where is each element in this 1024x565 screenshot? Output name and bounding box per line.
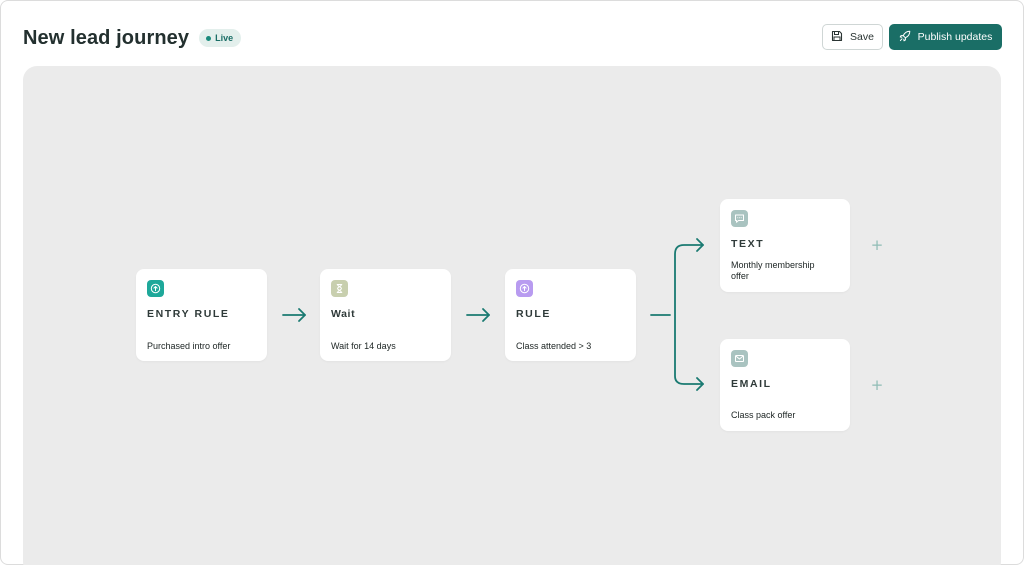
add-step-after-email-button[interactable]: +: [870, 376, 884, 394]
rule-label: RULE: [516, 308, 551, 320]
rocket-icon: [899, 30, 911, 45]
email-label: EMAIL: [731, 378, 772, 390]
text-desc: Monthly membership offer: [731, 260, 815, 281]
add-step-after-text-button[interactable]: +: [870, 236, 884, 254]
publish-updates-button[interactable]: Publish updates: [889, 24, 1002, 50]
arrow-circle-icon: [516, 280, 533, 297]
wait-desc: Wait for 14 days: [331, 341, 396, 351]
page-title: New lead journey: [23, 26, 190, 49]
status-text: Live: [215, 33, 234, 43]
entry-rule-desc: Purchased intro offer: [147, 341, 231, 351]
text-message-node[interactable]: TEXT Monthly membership offer: [720, 199, 850, 292]
text-label: TEXT: [731, 238, 765, 250]
arrow-circle-icon: [147, 280, 164, 297]
hourglass-icon: [331, 280, 348, 297]
rule-node[interactable]: RULE Class attended > 3: [505, 269, 636, 361]
status-dot-icon: [206, 35, 212, 41]
publish-button-label: Publish updates: [917, 31, 993, 43]
email-node[interactable]: EMAIL Class pack offer: [720, 339, 850, 431]
wait-node[interactable]: Wait Wait for 14 days: [320, 269, 451, 361]
rule-desc: Class attended > 3: [516, 341, 592, 351]
chat-bubble-icon: [731, 210, 748, 227]
wait-label: Wait: [331, 308, 356, 320]
envelope-icon: [731, 350, 748, 367]
save-button-label: Save: [850, 31, 874, 43]
save-button[interactable]: Save: [822, 24, 883, 50]
email-desc: Class pack offer: [731, 410, 796, 420]
entry-rule-node[interactable]: ENTRY RULE Purchased intro offer: [136, 269, 267, 361]
save-icon: [831, 30, 843, 45]
connector-branch: [674, 244, 704, 385]
page-header: New lead journey Live: [23, 22, 242, 54]
status-badge: Live: [199, 29, 242, 47]
entry-rule-label: ENTRY RULE: [147, 308, 230, 320]
